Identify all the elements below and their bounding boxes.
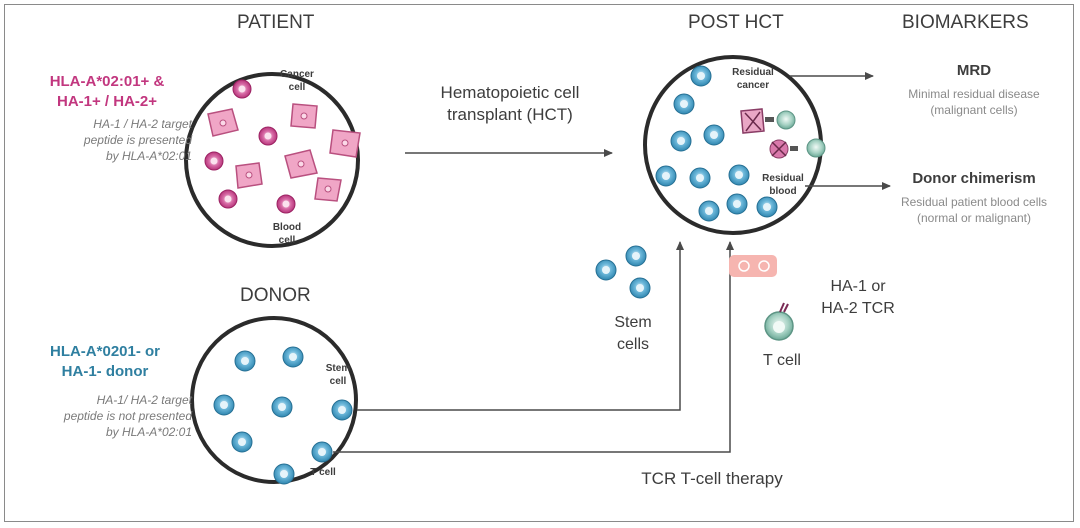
transplant-label-line: transplant (HCT) [447,105,573,124]
cancer-cell-label: Cancer cell [272,68,322,94]
residual-cancer-label: Residual cancer [720,66,786,92]
donor-genotype-line: HA-1- donor [61,363,149,380]
stem-cells-label-line: Stem [614,314,652,331]
patient-genotype-line: HLA-A*02:01+ & [49,73,165,90]
residual-blood-label-line: Residual [762,173,804,184]
donor-stem-cell-label-line: cell [329,376,347,387]
tcr-label: HA-1 or HA-2 TCR [806,276,910,320]
biomarkers-header: BIOMARKERS [902,12,1029,33]
donor-stem-cell-label: Stem cell [318,362,358,388]
patient-genotype: HLA-A*02:01+ & HA-1+ / HA-2+ [22,72,192,112]
mrd-description: Minimal residual disease (malignant cell… [880,86,1068,118]
chimerism-description-line: (normal or malignant) [916,211,1032,225]
blood-cell-label-line: Blood [272,222,302,233]
mrd-title: MRD [956,62,992,79]
t-cell-icon [764,302,794,341]
tcr-label-line: HA-2 TCR [821,300,895,317]
donor-note: HA-1/ HA-2 target peptide is not present… [28,392,192,440]
residual-blood-label-line: blood [769,186,797,197]
donor-genotype-line: HLA-A*0201- or [49,343,161,360]
patient-header: PATIENT [237,12,315,33]
chimerism-description-line: Residual patient blood cells [900,195,1048,209]
residual-cancer-label-line: Residual [732,67,774,78]
patient-note-line: peptide is presented [83,133,192,147]
residual-blood-label: Residual blood [752,172,814,198]
figure-frame [4,4,1074,522]
donor-t-cell-label: T cell [310,467,336,478]
patient-note-line: HA-1 / HA-2 target [93,117,192,131]
t-cell-therapy-arrow [333,241,734,453]
residual-cancer-label-line: cancer [736,80,770,91]
tcr-label-line: HA-1 or [830,278,886,295]
chimerism-description: Residual patient blood cells (normal or … [880,194,1068,226]
donor-note-line: HA-1/ HA-2 target [96,393,192,407]
post-hct-cells-group [655,65,826,222]
blood-cell-label: Blood cell [262,221,312,247]
donor-note-line: peptide is not presented [63,409,192,423]
mrd-description-line: Minimal residual disease [908,87,1040,101]
donor-cells-group [213,346,353,485]
blood-cell-label-line: cell [278,235,296,246]
transplant-label: Hematopoietic cell transplant (HCT) [405,82,615,126]
blood-cell-group [204,79,296,214]
watermark-icon [729,255,777,277]
post-hct-header: POST HCT [688,12,784,33]
t-cell-label: T cell [763,352,801,369]
tcr-therapy-label: TCR T-cell therapy [641,469,783,488]
stem-cells-label-line: cells [616,336,649,353]
chimerism-title: Donor chimerism [912,170,1036,187]
cancer-cell-label-line: cell [288,82,306,93]
donor-note-line: by HLA-A*02:01 [105,425,192,439]
donor-stem-cell-label-line: Stem [325,363,351,374]
transplant-label-line: Hematopoietic cell [440,83,580,102]
donor-header: DONOR [240,285,311,306]
patient-note-line: by HLA-A*02:01 [105,149,192,163]
stem-cells-icon [595,245,651,299]
stem-cell-arrow [357,241,684,411]
cancer-cell-label-line: Cancer [280,69,314,80]
donor-genotype: HLA-A*0201- or HA-1- donor [20,342,190,382]
mrd-description-line: (malignant cells) [930,103,1018,117]
cancer-cell-group [207,103,361,202]
patient-note: HA-1 / HA-2 target peptide is presented … [40,116,192,164]
patient-genotype-line: HA-1+ / HA-2+ [56,93,158,110]
stem-cells-label: Stem cells [598,312,668,356]
